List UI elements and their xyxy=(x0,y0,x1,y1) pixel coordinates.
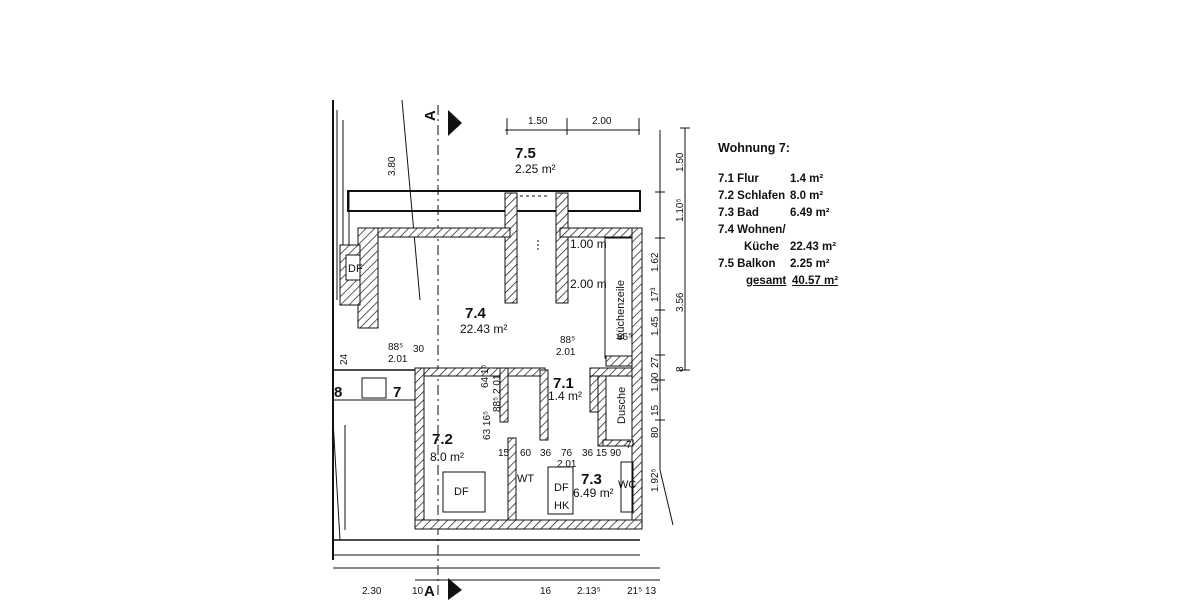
fixtures xyxy=(345,240,634,515)
dim-3615: 36 15 xyxy=(582,448,607,459)
legend-label: 7.5 Balkon xyxy=(718,258,776,270)
walls xyxy=(339,227,643,530)
dim-76: 76 xyxy=(561,448,573,459)
dimension-lines xyxy=(415,118,690,581)
legend-total-label: gesamt xyxy=(746,275,787,287)
dim-right-4: 17³ xyxy=(650,287,661,302)
dim-bottom-5: 21⁵ 13 xyxy=(627,586,657,597)
legend-row: 7.1 Flur 1.4 m² xyxy=(718,171,878,188)
room-7-2-number: 7.2 xyxy=(432,431,453,448)
exterior-shell xyxy=(332,99,660,569)
dim-right-9: 80 xyxy=(650,426,661,438)
dim-60: 60 xyxy=(520,448,532,459)
dim-24: 24 xyxy=(339,353,350,365)
label-df-bath: DF xyxy=(554,482,569,494)
dim-right-12: 8 xyxy=(675,366,686,372)
dim-bottom-4: 2.13⁵ xyxy=(577,586,601,597)
legend-area: 2.25 m² xyxy=(790,258,830,270)
label-df-stairs: DF xyxy=(348,263,363,275)
legend-total: gesamt 40.57 m² xyxy=(746,273,878,290)
ceiling-height-2m: 2.00 m xyxy=(570,277,607,291)
dim-right-3: 1.62 xyxy=(650,252,661,272)
legend-label: Küche xyxy=(744,241,780,253)
dim-right-7: 1.00 xyxy=(650,372,661,392)
dim-door-vertical-1: 88⁵ 2.01 xyxy=(492,374,503,412)
legend-row: 7.4 Wohnen/ xyxy=(718,222,878,239)
unit-7-label: 7 xyxy=(393,384,401,401)
area-legend: Wohnung 7: 7.1 Flur 1.4 m² 7.2 Schlafen 8.… xyxy=(718,140,878,290)
label-dusche: Dusche xyxy=(616,387,628,424)
dim-right-8: 15 xyxy=(650,404,661,416)
dim-30: 30 xyxy=(413,344,425,355)
dim-left-height: 3.80 xyxy=(387,156,398,176)
room-7-2-area: 8.0 m² xyxy=(430,450,464,464)
room-7-3-number: 7.3 xyxy=(581,471,602,488)
balcony-parapet xyxy=(347,190,641,304)
unit-8-label: 8 xyxy=(334,384,342,401)
legend-total-area: 40.57 m² xyxy=(792,275,839,287)
label-kuechenzeile: Küchenzeile xyxy=(615,280,627,340)
legend-row: 7.2 Schlafen 8.0 m² xyxy=(718,188,878,205)
dim-door-vertical-2: 63 16⁵ xyxy=(482,411,493,440)
dim-36-a: 36 xyxy=(540,448,552,459)
room-7-4-number: 7.4 xyxy=(465,305,487,322)
dim-201-c: 2.01 xyxy=(557,459,577,470)
legend-area: 8.0 m² xyxy=(790,190,824,202)
dim-90: 90 xyxy=(610,448,622,459)
legend-title: Wohnung 7: xyxy=(718,141,790,155)
ceiling-height-1m: 1.00 m xyxy=(570,237,607,251)
label-wt: WT xyxy=(517,473,534,485)
dim-bottom-1: 2.30 xyxy=(362,586,382,597)
dim-top-1: 1.50 xyxy=(528,116,548,127)
legend-area: 6.49 m² xyxy=(790,207,830,219)
section-marker-top: A xyxy=(422,110,439,121)
legend-label: 7.4 Wohnen/ xyxy=(718,224,786,236)
dim-bottom-2: 10 xyxy=(412,586,424,597)
dim-201-a: 2.01 xyxy=(388,354,408,365)
dim-top-2: 2.00 xyxy=(592,116,612,127)
dim-right-10: 1.92⁵ xyxy=(650,468,661,492)
dim-right-5: 1.45 xyxy=(650,316,661,336)
legend-row: 7.5 Balkon 2.25 m² xyxy=(718,256,878,273)
legend-row: Küche 22.43 m² xyxy=(718,239,878,256)
room-7-1-area: 1.4 m² xyxy=(548,389,582,403)
dim-7: 7¹ xyxy=(626,440,636,451)
dim-665: 66⁵ xyxy=(617,332,632,343)
room-7-4-area: 22.43 m² xyxy=(460,322,507,336)
room-7-3-area: 6.49 m² xyxy=(573,486,614,500)
legend-label: 7.2 Schlafen xyxy=(718,190,786,202)
legend-label: 7.3 Bad xyxy=(718,207,759,219)
legend-area: 22.43 m² xyxy=(790,241,837,253)
dim-bottom-3: 16 xyxy=(540,586,552,597)
section-marker-bottom: A xyxy=(424,583,435,600)
dim-door-vertical-3: 64 1⁵ xyxy=(480,364,491,388)
dim-right-11: 3.56 xyxy=(675,292,686,312)
dim-right-2: 1.10⁵ xyxy=(675,198,686,222)
dim-15: 15 xyxy=(498,448,510,459)
dim-885-b: 88⁵ xyxy=(560,335,575,346)
label-df-bedroom: DF xyxy=(454,486,469,498)
room-7-1-number: 7.1 xyxy=(553,375,574,392)
dim-201-b: 2.01 xyxy=(556,347,576,358)
legend-row: 7.3 Bad 6.49 m² xyxy=(718,205,878,222)
label-hk: HK xyxy=(554,500,570,512)
dim-right-1: 1.50 xyxy=(675,152,686,172)
section-line-a xyxy=(437,105,462,600)
legend-label: 7.1 Flur xyxy=(718,173,759,185)
label-wc: WC xyxy=(618,479,636,491)
dim-right-6: 27 xyxy=(650,356,661,368)
dim-885-a: 88⁵ xyxy=(388,342,403,353)
legend-area: 1.4 m² xyxy=(790,173,824,185)
room-7-5-area: 2.25 m² xyxy=(515,162,556,176)
room-7-5-number: 7.5 xyxy=(515,145,536,162)
